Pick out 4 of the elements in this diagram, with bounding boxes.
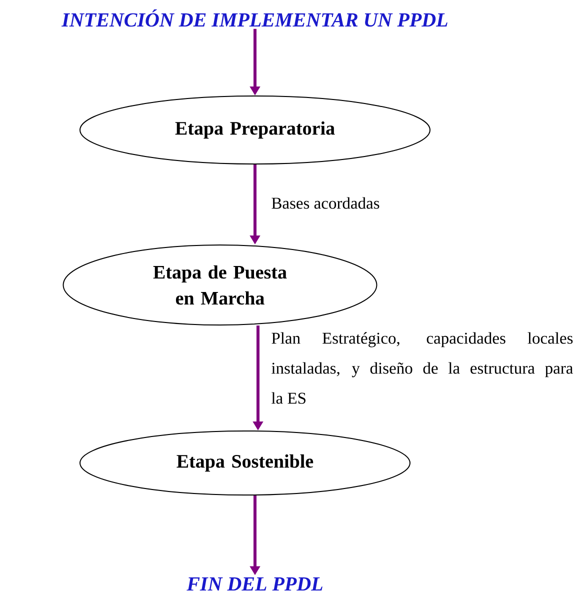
heading-text: INTENCIÓN DE IMPLEMENTAR UN PPDL bbox=[61, 9, 448, 27]
heading-text: FIN DEL PPDL bbox=[186, 577, 322, 591]
edge-label: Bases acordadas bbox=[272, 197, 380, 209]
edge-label: Plan Estratégico, capacidades locales instaladas, y diseño de la estructura para la ES bbox=[272, 332, 573, 404]
